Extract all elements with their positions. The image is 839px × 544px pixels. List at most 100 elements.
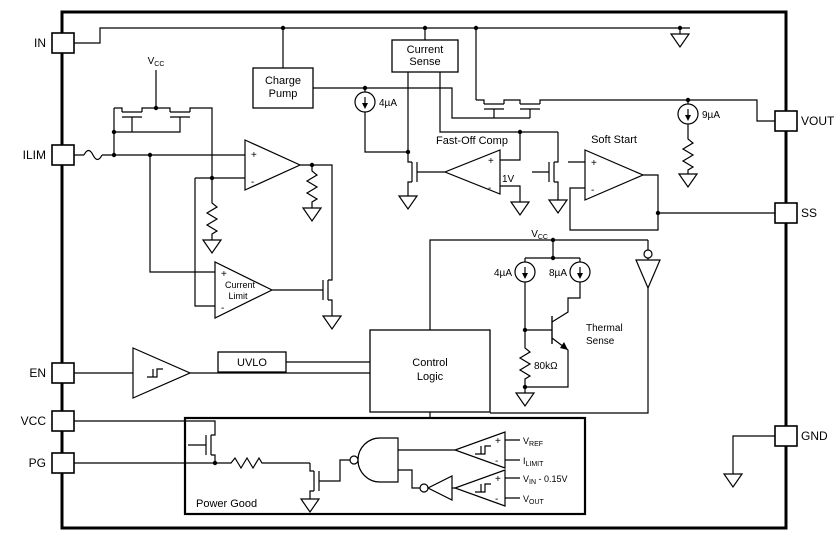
inverter-bubble-icon: [419, 483, 429, 493]
pin-gnd: [774, 425, 798, 447]
resistor-80k-label: 80kΩ: [534, 361, 558, 372]
pin-label-ilim: ILIM: [23, 148, 46, 162]
current-4ua-thermal-label: 4µA: [494, 268, 512, 279]
sense-resistor: [306, 167, 318, 205]
pg-pulldown-fet: [309, 462, 329, 500]
wire-logic: [74, 239, 648, 418]
pin-in: [51, 32, 75, 54]
soft-start-fet: [539, 153, 559, 191]
pg-comparator-1: [453, 431, 506, 469]
thermal-sense-label-2: Sense: [586, 336, 615, 347]
minus-mark: -: [251, 177, 254, 188]
current-9ua-label: 9µA: [702, 110, 720, 121]
vout-cmp-label: VOUT: [523, 494, 545, 506]
pin-ss: [774, 202, 798, 224]
pin-label-vcc: VCC: [21, 414, 47, 428]
chip-outline: [60, 10, 788, 530]
current-4ua-gate-label: 4µA: [379, 98, 397, 109]
pin-label-in: IN: [34, 36, 46, 50]
minus-mark: -: [495, 494, 498, 505]
ground-icon: [202, 239, 222, 254]
uvlo-label: UVLO: [237, 357, 267, 369]
pins: [51, 32, 798, 474]
mirror-fet-right: [161, 107, 199, 127]
pg-pullup-fet: [196, 426, 216, 464]
ground-icon: [515, 392, 535, 407]
transistors: [113, 99, 568, 500]
junction-dots: [111, 25, 691, 466]
control-logic-label-2: Logic: [417, 371, 444, 383]
plus-mark: +: [495, 436, 501, 447]
pin-pg: [51, 452, 75, 474]
plus-mark: +: [591, 158, 597, 169]
plus-mark: +: [488, 156, 494, 167]
minus-mark: -: [495, 456, 498, 467]
ground-icon: [300, 498, 320, 513]
wires: [74, 27, 775, 499]
ground-icon: [302, 207, 322, 222]
soft-start-amp: [584, 149, 645, 201]
ground-icon: [723, 473, 743, 488]
vcc-net-label-mid: VCC: [531, 229, 548, 241]
current-limit-amp: [214, 261, 274, 319]
ref-1v-label: 1V: [502, 174, 515, 185]
ss-resistor: [682, 135, 694, 173]
ground-icon: [670, 33, 690, 48]
thermal-sense-label-1: Thermal: [586, 323, 623, 334]
minus-mark: -: [221, 303, 224, 314]
vcc-net-label-top: VCC: [148, 56, 165, 68]
plus-mark: +: [495, 474, 501, 485]
pin-vcc: [51, 410, 75, 432]
current-sense-label-2: Sense: [409, 56, 440, 68]
nand-bubble-icon: [349, 455, 359, 465]
control-logic-label-1: Control: [412, 357, 447, 369]
ilim-squiggle: [83, 149, 103, 161]
pass-fet-2: [511, 99, 549, 119]
power-good-block: [183, 416, 587, 516]
vref-label: VREF: [523, 436, 543, 448]
pin-label-pg: PG: [29, 456, 46, 470]
fast-off-comp-label: Fast-Off Comp: [436, 135, 508, 147]
ground-icon: [548, 199, 568, 214]
ground-icon: [510, 201, 530, 216]
pg-comparator-2: [453, 469, 506, 507]
en-schmitt-buffer: [132, 347, 192, 399]
current-sense-label-1: Current: [407, 44, 444, 56]
ground-icon: [398, 195, 418, 210]
open-drain-terminal-icon: [643, 249, 653, 259]
mirror-fet-left: [113, 107, 151, 127]
charge-pump-label-1: Charge: [265, 75, 301, 87]
current-source-8ua-thermal: [569, 261, 591, 283]
ilim-opamp: [244, 139, 302, 191]
current-8ua-thermal-label: 8µA: [549, 268, 567, 279]
polarity-marks: + - + - + - + - + - + -: [221, 150, 597, 505]
current-limit-fet: [313, 271, 333, 309]
current-limit-label-2: Limit: [228, 291, 248, 301]
pin-label-vout: VOUT: [801, 114, 835, 128]
pin-label-ss: SS: [801, 206, 817, 220]
thermal-output-driver: [635, 249, 661, 290]
pin-label-en: EN: [29, 366, 46, 380]
pin-label-gnd: GND: [801, 429, 828, 443]
pg-nand-gate: [349, 437, 399, 483]
pg-resistor: [227, 457, 265, 469]
minus-mark: -: [488, 183, 491, 194]
charge-pump-label-2: Pump: [269, 88, 298, 100]
pass-fet-1: [475, 99, 513, 119]
current-source-4ua-gate: [354, 91, 376, 113]
fast-off-comparator: [443, 149, 501, 195]
ground-icon: [678, 173, 698, 188]
pg-inverter: [419, 475, 453, 501]
pin-en: [51, 362, 75, 384]
current-source-9ua: [677, 103, 699, 125]
wire-soft-start: [568, 161, 775, 231]
soft-start-label: Soft Start: [591, 134, 637, 146]
plus-mark: +: [251, 150, 257, 161]
pin-vout: [774, 110, 798, 132]
current-sense-block: [391, 39, 459, 73]
minus-mark: -: [591, 185, 594, 196]
current-limit-label-1: Current: [225, 280, 256, 290]
ground-icon: [322, 315, 342, 330]
